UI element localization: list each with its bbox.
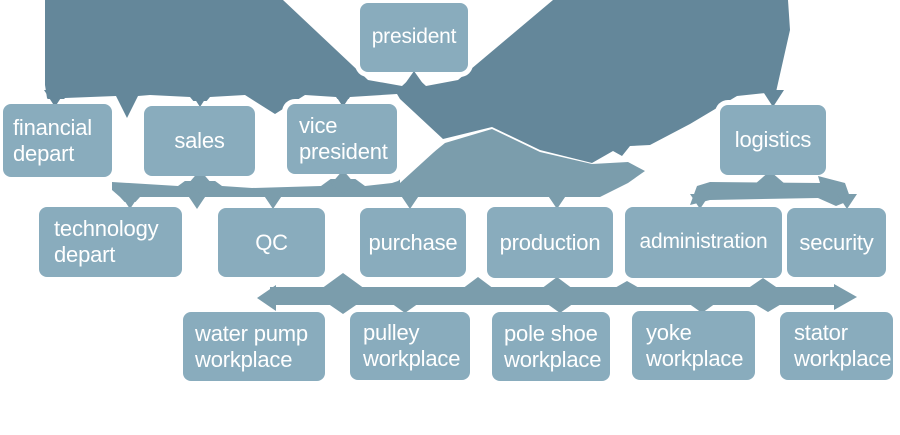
box-stator-workplace	[780, 312, 893, 380]
box-qc	[218, 208, 325, 277]
org-node-qc[interactable]: QC	[255, 229, 288, 255]
box-financial-depart	[3, 104, 112, 177]
org-node-vice-president[interactable]: vice president	[299, 113, 388, 164]
org-node-water-pump-workplace[interactable]: water pump workplace	[195, 320, 308, 372]
org-node-administration[interactable]: administration	[639, 230, 768, 254]
box-water-pump-workplace	[183, 312, 325, 381]
org-node-financial-depart[interactable]: financial depart	[13, 114, 92, 166]
workplace-bar-right-arrow	[834, 284, 857, 310]
org-node-stator-workplace[interactable]: stator workplace	[794, 320, 892, 371]
org-node-sales[interactable]: sales	[174, 128, 225, 154]
bar-up-diamonds	[321, 273, 779, 289]
logistics-diamond	[755, 171, 785, 196]
org-node-production[interactable]: production	[499, 229, 601, 255]
org-boxes	[3, 3, 893, 381]
org-node-yoke-workplace[interactable]: yoke workplace	[646, 319, 744, 371]
org-node-purchase[interactable]: purchase	[368, 229, 458, 255]
box-purchase	[360, 208, 466, 277]
org-node-security[interactable]: security	[799, 229, 874, 255]
president-bottom-diamond	[402, 71, 426, 98]
org-node-logistics[interactable]: logistics	[734, 127, 812, 153]
workplace-bar-left-arrow	[257, 285, 276, 311]
org-node-president[interactable]: president	[371, 25, 457, 49]
box-logistics	[720, 105, 826, 175]
org-node-pulley-workplace[interactable]: pulley workplace	[363, 320, 461, 371]
box-vice-president	[287, 104, 397, 174]
box-president	[360, 3, 468, 72]
workplace-bar	[270, 287, 836, 305]
box-technology-depart	[39, 207, 182, 277]
row3-top-points	[120, 194, 857, 209]
box-yoke-workplace	[632, 311, 755, 380]
box-pulley-workplace	[350, 312, 470, 380]
white-arrow-wedge	[400, 101, 445, 183]
bar-connectors	[44, 71, 857, 314]
org-node-pole-shoe-workplace[interactable]: pole shoe workplace	[504, 320, 602, 372]
mid-band-connector	[112, 129, 645, 208]
org-node-technology-depart[interactable]: technology depart	[54, 216, 159, 267]
box-pole-shoe-workplace	[492, 312, 610, 381]
box-security	[787, 208, 886, 277]
bar-down-diamonds	[327, 303, 783, 314]
box-sales	[144, 106, 255, 176]
box-administration	[625, 207, 782, 278]
box-production	[487, 207, 613, 278]
